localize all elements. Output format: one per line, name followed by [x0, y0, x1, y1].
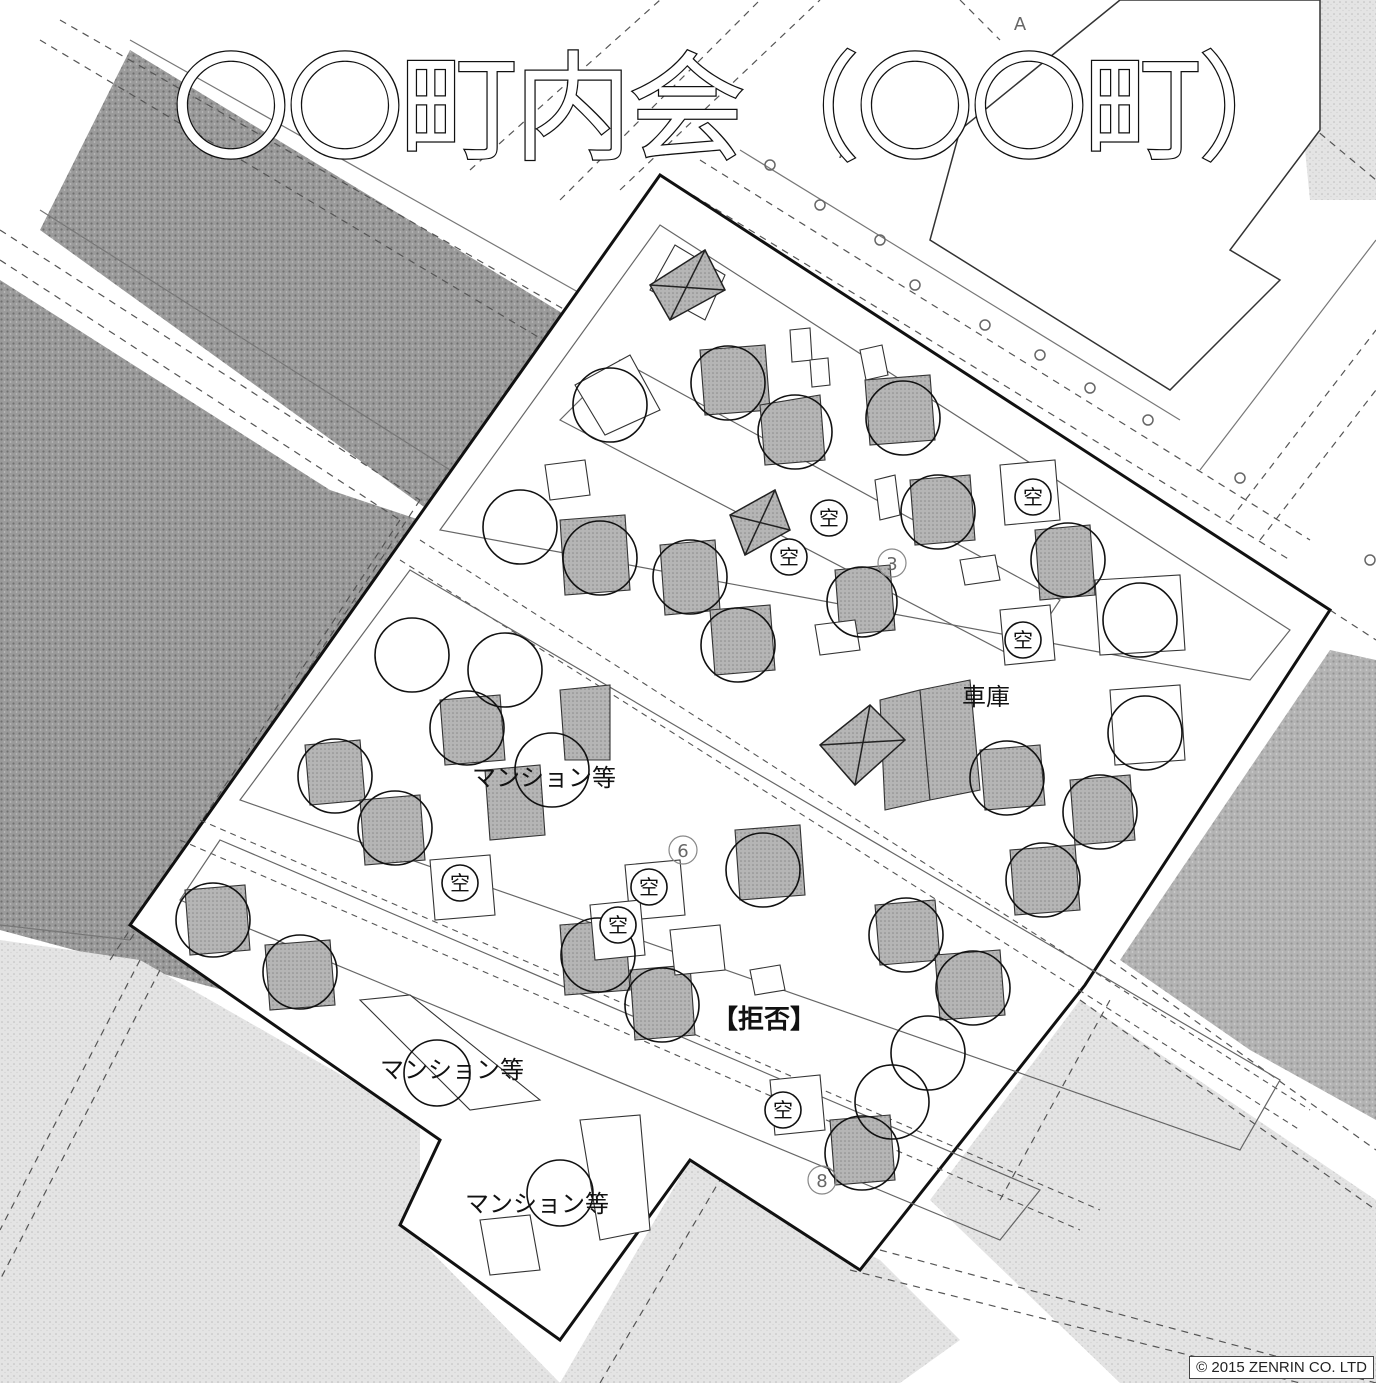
vacant-text: 空: [608, 913, 628, 937]
vacant-markers: 空 空 空 空 空 空 空 空: [441, 478, 1052, 1129]
house-number-marker: 8: [807, 1165, 837, 1195]
vacant-text: 空: [450, 871, 470, 895]
household-markers: [175, 345, 1183, 1227]
x-marked-parcels: [648, 248, 907, 787]
vacant-marker: 空: [764, 1091, 802, 1129]
building-top-right: [929, 0, 1321, 391]
roadside-lines: [0, 39, 1376, 941]
vacant-marker: 空: [1014, 478, 1052, 516]
house-number-markers: 3 6 8: [668, 548, 907, 1195]
vacant-marker: 空: [599, 906, 637, 944]
vacant-marker: 空: [770, 538, 808, 576]
light-area-bottom-right: [930, 1000, 1376, 1383]
copyright-notice: © 2015 ZENRIN CO. LTD: [1189, 1356, 1374, 1379]
vacant-text: 空: [779, 545, 799, 569]
house-number-text: 3: [886, 554, 897, 575]
map-title: 〇〇町内会（〇〇町）: [172, 40, 1312, 178]
mansion-label: マンション等: [472, 764, 616, 792]
road-mark: A: [1014, 14, 1027, 35]
house-number-text: 8: [816, 1171, 827, 1192]
light-area-bottom-center: [560, 1160, 960, 1383]
vacant-marker: 空: [1004, 621, 1042, 659]
light-area-right: [1120, 650, 1376, 1120]
parcels: [184, 244, 1186, 1276]
refused-label: 【拒否】: [712, 1005, 816, 1035]
vacant-text: 空: [639, 875, 659, 899]
house-number-marker: 3: [877, 548, 907, 578]
mansion-label: マンション等: [380, 1056, 524, 1084]
vacant-text: 空: [1013, 628, 1033, 652]
road-markers: [764, 159, 1376, 566]
road-mark: A: [839, 142, 852, 163]
house-number-text: 6: [677, 841, 688, 862]
light-area-bottom-left: [0, 940, 560, 1383]
vacant-marker: 空: [630, 868, 668, 906]
vacant-marker: 空: [810, 499, 848, 537]
mansion-label: マンション等: [465, 1190, 609, 1218]
vacant-text: 空: [819, 506, 839, 530]
house-number-marker: 6: [668, 835, 698, 865]
inner-streets: [179, 539, 1311, 1231]
vacant-marker: 空: [441, 864, 479, 902]
dense-area-top-left: [40, 50, 590, 540]
garage-label: 車庫: [962, 683, 1010, 711]
vacant-text: 空: [1023, 485, 1043, 509]
vacant-text: 空: [773, 1098, 793, 1122]
